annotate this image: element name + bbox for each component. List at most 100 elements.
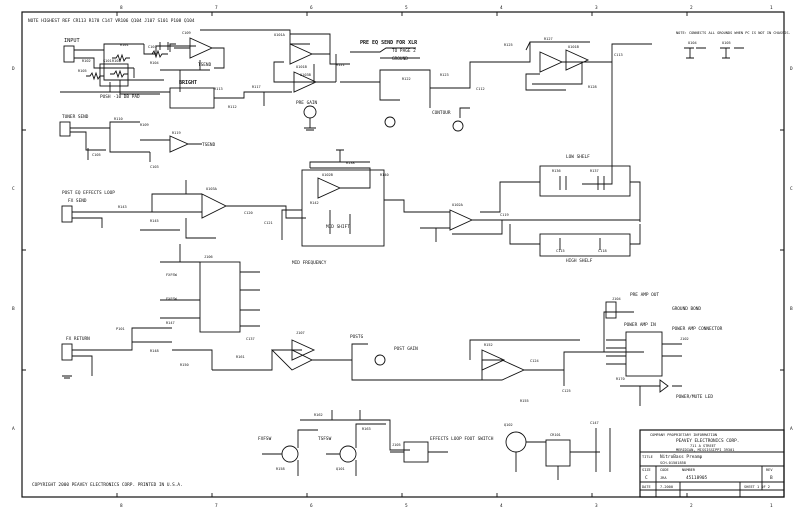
title-label: TITLE [642, 455, 653, 459]
company-city: MERIDIAN, MISSISSIPPI 39301 [676, 448, 734, 452]
label-fx-return: FX RETURN [66, 336, 90, 342]
label-input: INPUT [64, 38, 80, 44]
regulator-vr101 [545, 439, 571, 467]
post-gain-wiring [72, 327, 402, 381]
mid-eq-wiring [281, 161, 420, 240]
date-value: 7-2000 [660, 485, 673, 489]
ref-label: R140 [380, 173, 389, 177]
ref-label: J106 [204, 255, 213, 259]
border-number: 3 [595, 503, 598, 509]
code-value: JRA [660, 476, 667, 480]
high-shelf-network [539, 233, 631, 257]
code-label: CODE [660, 468, 669, 472]
high-shelf-wiring [509, 224, 641, 250]
proprietary-info: COMPANY PROPRIETARY INFORMATION [650, 433, 717, 437]
label-power-mute-led: POWER/MUTE LED [676, 394, 713, 400]
size-label: SIZE [642, 468, 651, 472]
ref-label: R113 [214, 87, 223, 91]
opamp-u103a [449, 209, 474, 231]
tuner-send-wiring [70, 121, 202, 162]
ref-label: R163 [362, 427, 371, 431]
pad-switch-s101 [99, 63, 129, 87]
post-gain-pot [374, 354, 386, 366]
ref-label: Q101 [336, 467, 345, 471]
ref-label: R158 [276, 467, 285, 471]
ref-label: R101 [120, 43, 129, 47]
ref-label: R128 [588, 85, 597, 89]
effects-loop-section: POST EQ EFFECTS LOOP FX SEND U103A R143 … [61, 180, 306, 333]
top-right-wiring [510, 41, 652, 185]
border-number: 4 [500, 5, 503, 11]
ref-label: R148 [150, 349, 159, 353]
border-number: 6 [310, 5, 313, 11]
top-right-section: R125 R127 U101B R128 C113 U104 U105 [504, 37, 744, 185]
company-address: 711 A STREET [690, 444, 717, 448]
label-fxfsw3: FXFSW [258, 436, 272, 442]
pre-gain-pot [303, 105, 317, 119]
border-letter: D [790, 66, 793, 72]
drawing-number: SCH-01501858 [660, 461, 686, 465]
size-value: C [645, 475, 648, 481]
rev-value: B [770, 475, 773, 481]
ref-label: R145 [150, 219, 159, 223]
sheet-border [21, 11, 785, 498]
ref-label: C119 [500, 213, 509, 217]
ref-label: R155 [520, 399, 529, 403]
pre-gain-wiring [200, 29, 350, 93]
label-power-amp-in: POWER AMP IN [624, 322, 656, 328]
label-effects-loop-foot-switch: EFFECTS LOOP FOOT SWITCH [430, 436, 494, 442]
ref-label: C112 [476, 87, 485, 91]
border-letter: B [12, 306, 15, 312]
ref-label: C103 [150, 165, 159, 169]
ref-label: S101 [103, 59, 112, 63]
bright-switch [169, 87, 215, 109]
border-letter: B [790, 306, 793, 312]
border-letter-column: D C B A D C B A [12, 66, 793, 432]
rev-label: REV [766, 468, 773, 472]
label-to-page: TO PAGE 2 [392, 48, 416, 54]
ref-label: R150 [180, 363, 189, 367]
mid-eq-network [301, 169, 385, 247]
pre-gain-section: PRE EQ SEND FOR XLR TO PAGE 2 GROUND PRE… [200, 29, 510, 132]
mid-eq-section: MID SHIFT MID FREQUENCY R138 R140 R142 U… [281, 149, 420, 266]
opamp-u105b [481, 349, 506, 371]
u101-feedback [169, 43, 225, 69]
switch-matrix-wiring [160, 244, 260, 327]
border-number: 4 [500, 503, 503, 509]
ref-label: C118 [598, 249, 607, 253]
border-number: 1 [770, 503, 773, 509]
ref-label: C120 [244, 211, 253, 215]
label-fxfsw2: FXFSW [166, 297, 178, 301]
number-value: 45118905 [686, 475, 708, 481]
ref-label: R103 [112, 59, 121, 63]
copyright: COPYRIGHT 2000 PEAVEY ELECTRONICS CORP. … [32, 482, 183, 488]
ref-label: C101 [148, 45, 157, 49]
ground-note: NOTE: CONNECTS ALL GROUNDS WHEN PC IS NO… [676, 31, 791, 35]
contour-pot-2 [452, 120, 464, 132]
input-section: INPUT PUSH -10 DB PAD R101 C101 R102 R10… [60, 31, 292, 109]
label-high-shelf: HIGH SHELF [566, 258, 593, 264]
ref-label: P101 [116, 327, 125, 331]
border-letter: C [790, 186, 793, 192]
label-ground-bond: GROUND BOND [672, 306, 701, 312]
u103-wiring [420, 211, 640, 242]
label-pre-eq-send: PRE EQ SEND FOR XLR [360, 40, 418, 46]
border-ticks [22, 12, 784, 497]
border-number: 1 [770, 5, 773, 11]
drawing-title: NitroBass Preamp [660, 454, 703, 460]
number-label: NUMBER [682, 468, 696, 472]
ref-label: R117 [252, 85, 261, 89]
ref-label: C147 [590, 421, 599, 425]
label-tsend-node: TSEND [198, 62, 212, 68]
ref-label: R119 [172, 131, 181, 135]
border-number: 2 [690, 503, 693, 509]
transistor-q103 [505, 431, 527, 453]
bright-wiring [214, 91, 292, 106]
ref-label: R136 [552, 169, 561, 173]
ref-label: U103A [206, 187, 218, 191]
low-shelf-network [539, 165, 631, 197]
border-number: 8 [120, 5, 123, 11]
contour-pot-1 [384, 116, 396, 128]
label-fxfsw: FXFSW [166, 273, 178, 277]
border-number: 6 [310, 503, 313, 509]
